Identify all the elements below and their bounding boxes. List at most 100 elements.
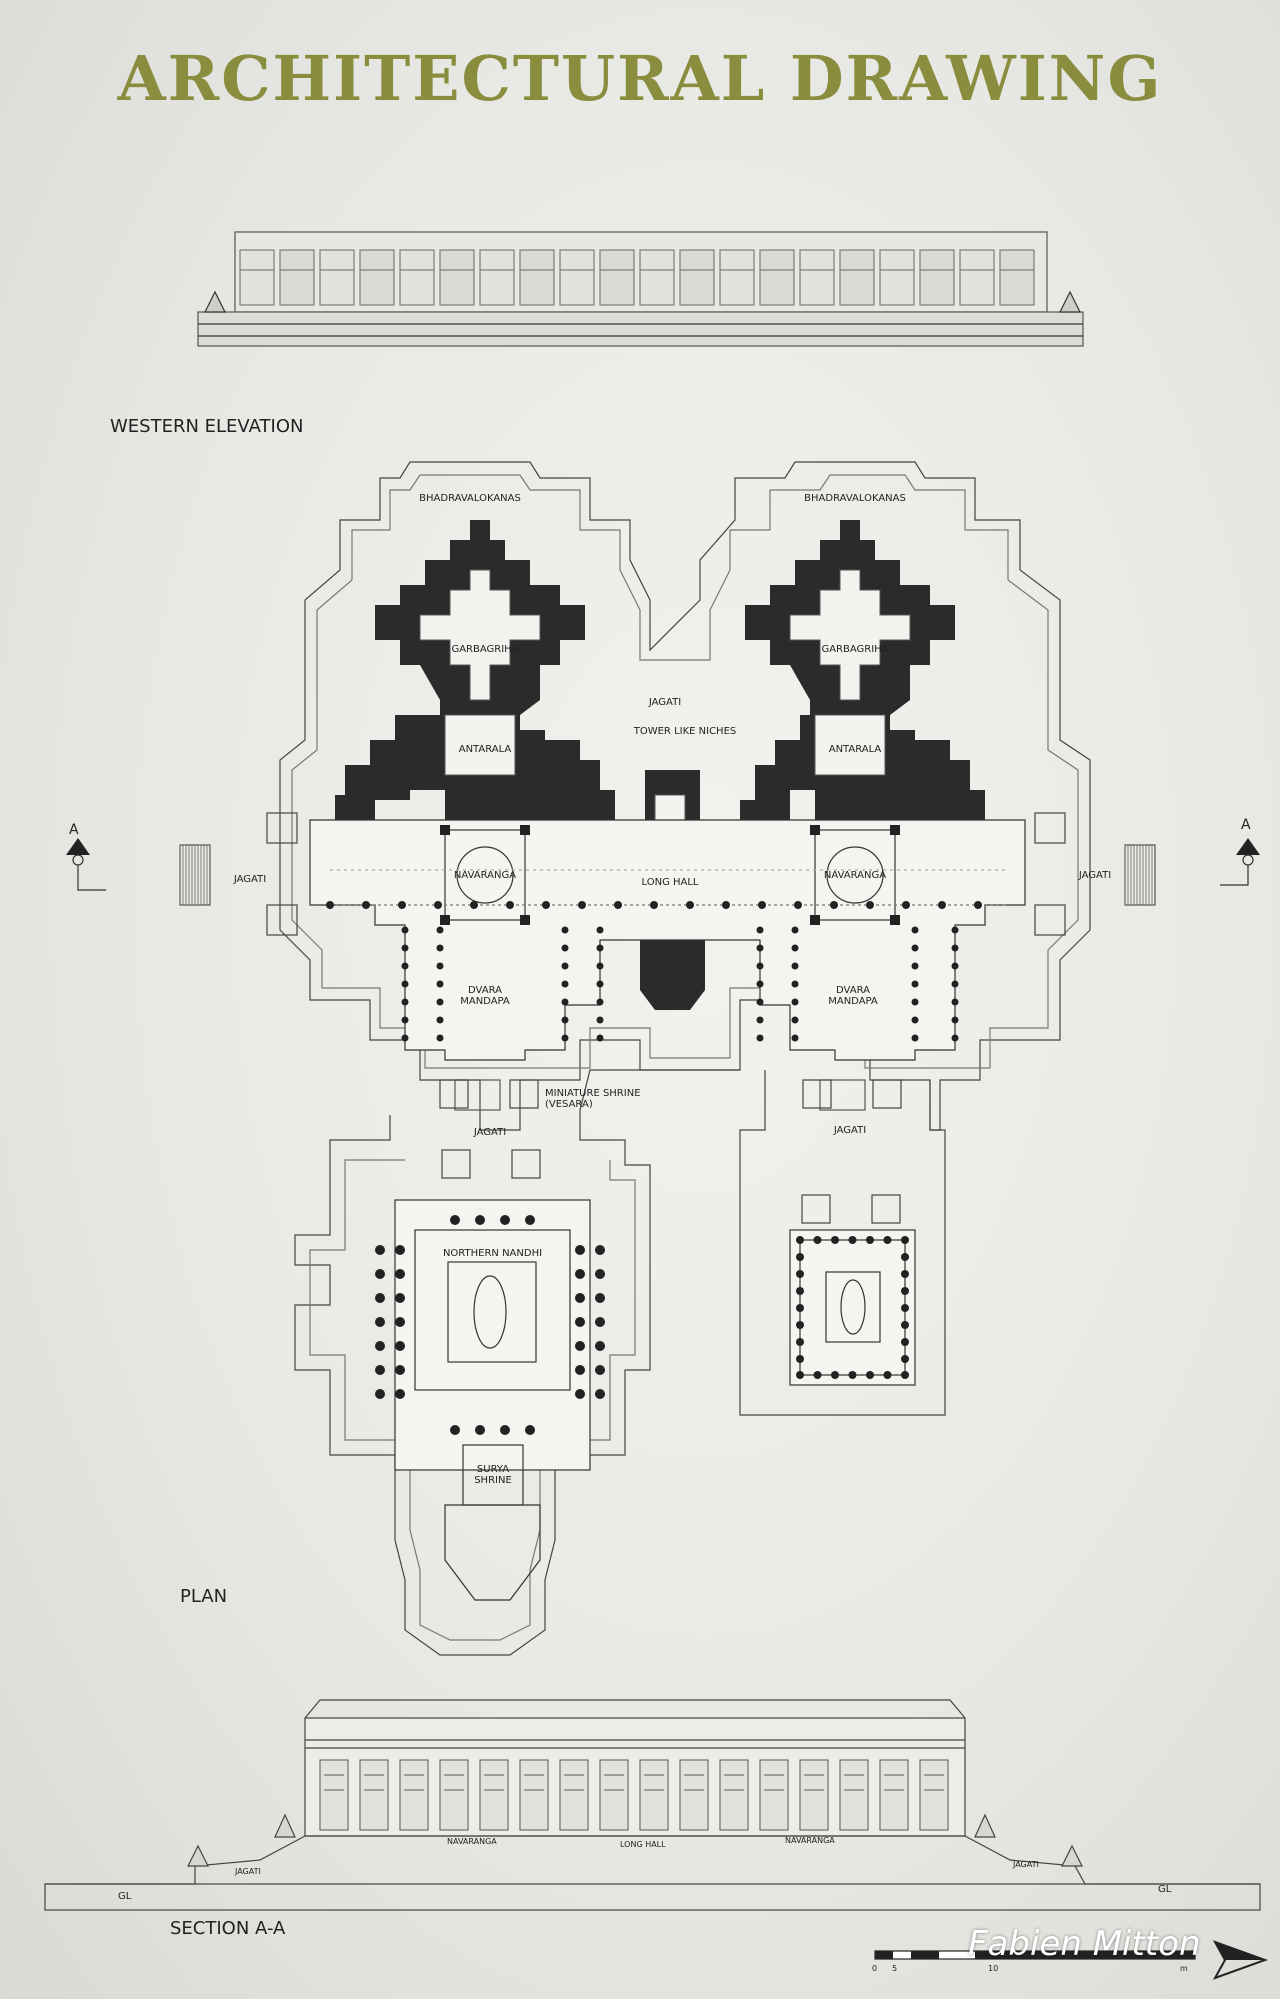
pillar — [520, 915, 530, 925]
gl-left-label: GL — [118, 1891, 132, 1902]
pillar — [575, 1245, 585, 1255]
pillar — [561, 980, 569, 988]
pillar — [436, 944, 444, 952]
pillar — [596, 980, 604, 988]
section-bay — [679, 1759, 709, 1831]
pillar — [901, 1304, 909, 1312]
section-bay — [439, 1759, 469, 1831]
pillar — [395, 1365, 405, 1375]
pillar — [595, 1293, 605, 1303]
elevation-bay — [279, 249, 315, 306]
pillar — [791, 980, 799, 988]
pillar — [440, 825, 450, 835]
pillar — [436, 926, 444, 934]
pillar — [575, 1269, 585, 1279]
elevation-bay — [559, 249, 595, 306]
pillar — [756, 998, 764, 1006]
pillar — [596, 1016, 604, 1024]
main-hall — [309, 819, 1026, 1061]
pillar — [911, 926, 919, 934]
pillar — [450, 1215, 460, 1225]
pillar — [791, 998, 799, 1006]
surya-shrine-label: SURYA SHRINE — [474, 1464, 512, 1486]
pillar — [401, 998, 409, 1006]
pillar — [791, 944, 799, 952]
pillar — [848, 1371, 857, 1379]
pillar — [401, 944, 409, 952]
elevation-bay — [959, 249, 995, 306]
pillar — [686, 901, 694, 909]
section-jagati-right-label: JAGATI — [1013, 1860, 1039, 1869]
tower-niches-label: TOWER LIKE NICHES — [633, 726, 737, 737]
section-bay — [799, 1759, 829, 1831]
pillar — [796, 1236, 804, 1244]
pillar — [756, 980, 764, 988]
pillar — [401, 1034, 409, 1042]
elevation-bay — [319, 249, 355, 306]
bhadravalokanas-left-label: BHADRAVALOKANAS — [419, 493, 521, 504]
miniature-shrines — [266, 812, 1066, 1224]
pillar — [758, 901, 766, 909]
pillar — [575, 1317, 585, 1327]
elevation-bay — [479, 249, 515, 306]
pillar — [901, 1253, 909, 1261]
pillar — [436, 998, 444, 1006]
section-bay — [759, 1759, 789, 1831]
pillar — [595, 1341, 605, 1351]
bhadravalokanas-right-label: BHADRAVALOKANAS — [804, 493, 906, 504]
pillar — [398, 901, 406, 909]
section-bay — [879, 1759, 909, 1831]
pillar — [756, 1016, 764, 1024]
southern-nandhi-mandapa — [789, 1229, 916, 1386]
section-bay — [559, 1759, 589, 1831]
pillar — [595, 1245, 605, 1255]
pillar — [866, 1371, 874, 1379]
pillar — [561, 998, 569, 1006]
pillar — [362, 901, 370, 909]
garbagriha-left-label: GARBAGRIHA — [451, 644, 519, 655]
section-bay — [599, 1759, 629, 1831]
lower-jagati-outline — [294, 1069, 946, 1656]
south-nandhi-pillars — [796, 1236, 909, 1379]
pillar — [901, 1236, 909, 1244]
pillar — [520, 825, 530, 835]
pillar — [561, 926, 569, 934]
pillar — [395, 1269, 405, 1279]
scale-bar — [874, 1950, 1196, 1960]
pillar — [951, 1034, 959, 1042]
pillar — [830, 901, 838, 909]
pillar — [951, 980, 959, 988]
pillar — [951, 944, 959, 952]
pillar — [595, 1269, 605, 1279]
pillar — [375, 1245, 385, 1255]
northern-nandhi-mandapa — [394, 1199, 591, 1601]
pillar — [575, 1341, 585, 1351]
northern-nandhi-label: NORTHERN NANDHI — [442, 1248, 543, 1259]
pillar — [756, 1034, 764, 1042]
elevation-bay — [999, 249, 1035, 306]
pillar — [375, 1365, 385, 1375]
pillar — [436, 962, 444, 970]
pillar — [796, 1355, 804, 1363]
jagati-left-label: JAGATI — [233, 874, 267, 885]
pillar — [436, 980, 444, 988]
section-a-right-label: A — [1241, 817, 1251, 833]
pillar — [866, 1236, 874, 1244]
pillar — [375, 1389, 385, 1399]
pillar — [813, 1236, 822, 1244]
pillar — [901, 1270, 909, 1278]
inner-chambers — [419, 569, 911, 831]
elevation-bay — [639, 249, 675, 306]
section-a-left-label: A — [69, 822, 79, 838]
pillar — [831, 1371, 839, 1379]
pillar — [791, 926, 799, 934]
north-arrow-icon — [1212, 1940, 1268, 1980]
antarala-right-label: ANTARALA — [828, 744, 882, 755]
section-bay — [479, 1759, 509, 1831]
pillar — [796, 1371, 804, 1379]
pillar — [561, 944, 569, 952]
pillar — [375, 1269, 385, 1279]
pillar — [596, 998, 604, 1006]
pillar — [575, 1389, 585, 1399]
